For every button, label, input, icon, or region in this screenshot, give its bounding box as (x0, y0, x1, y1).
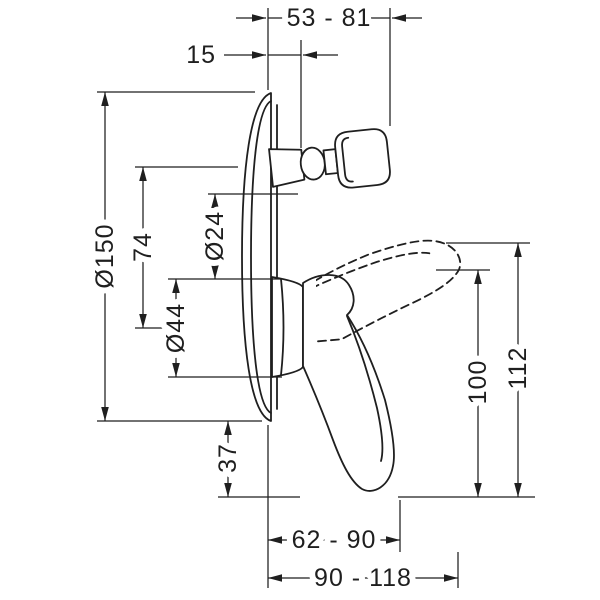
valve-spindle-assembly (268, 128, 391, 189)
dim-reach-inner: 62 - 90 (268, 520, 400, 560)
valve-sleeve (268, 148, 306, 188)
lever-inner-edge (346, 315, 384, 462)
label-lower-offset: 37 (214, 443, 242, 473)
lever-base-contour (280, 278, 285, 376)
dim-plate-diameter: Ø150 (85, 92, 125, 421)
label-plate-diameter: Ø150 (91, 223, 119, 288)
lever-alt-inner-edge (316, 251, 431, 301)
lever-alt-body (316, 239, 461, 348)
escutcheon-plate (241, 92, 272, 422)
label-hub-diameter: Ø44 (162, 303, 190, 353)
lever-base (271, 276, 304, 378)
dim-lower-offset: 37 (208, 421, 248, 497)
mixer-body (241, 92, 461, 492)
label-lever-height-max: 112 (504, 347, 532, 390)
extension-lines (97, 8, 535, 588)
dim-reach-outer: 90 - 118 (268, 558, 458, 598)
plate-rim-contour (250, 100, 272, 414)
label-center-distance: 74 (129, 232, 157, 262)
dim-lever-height-min: 100 (458, 270, 498, 497)
dim-spindle-diameter: Ø24 (195, 194, 235, 279)
dimensions: 53 - 81 15 Ø150 74 Ø44 Ø24 (85, 0, 538, 598)
lever-alt-position (316, 239, 461, 348)
label-protrusion: 15 (186, 41, 216, 69)
dim-center-distance: 74 (123, 167, 163, 328)
label-reach-inner: 62 - 90 (292, 526, 377, 554)
label-reach-outer: 90 - 118 (314, 564, 412, 592)
dim-depth-range: 53 - 81 (236, 0, 422, 38)
dim-hub-diameter: Ø44 (156, 279, 196, 377)
label-depth-range: 53 - 81 (287, 4, 372, 32)
dim-protrusion: 15 (180, 35, 338, 75)
label-spindle-diameter: Ø24 (201, 211, 229, 261)
label-lever-height-min: 100 (464, 360, 492, 405)
dim-lever-height-max: 112 (498, 243, 538, 497)
valve-nut (334, 128, 391, 189)
lever-body (302, 274, 395, 492)
valve-nut-inner-contour (341, 136, 354, 183)
